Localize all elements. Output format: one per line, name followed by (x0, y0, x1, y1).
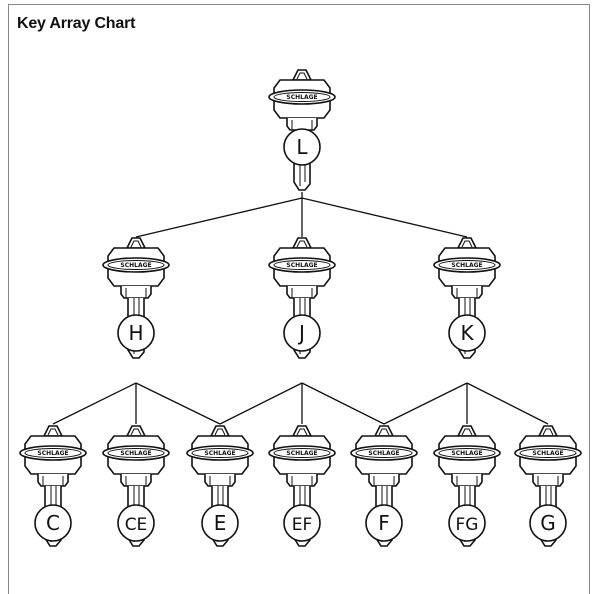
connector-lines (52, 192, 549, 425)
key-label-F: F (378, 511, 390, 535)
brand-text: SCHLAGE (451, 450, 482, 457)
diagram-frame (8, 4, 590, 594)
brand-text: SCHLAGE (286, 450, 317, 457)
brand-text: SCHLAGE (120, 450, 151, 457)
brand-text: SCHLAGE (368, 450, 399, 457)
key-CE: SCHLAGE CE (102, 425, 170, 547)
chart-title: Key Array Chart (17, 15, 136, 32)
brand-text: SCHLAGE (451, 262, 482, 269)
key-F: SCHLAGE F (350, 425, 418, 547)
key-label-E: E (214, 511, 227, 535)
key-E: SCHLAGE E (186, 425, 254, 547)
key-label-CE: CE (125, 515, 148, 535)
key-EF: SCHLAGE EF (268, 425, 336, 547)
key-C: SCHLAGE C (19, 425, 87, 547)
brand-text: SCHLAGE (204, 450, 235, 457)
brand-text: SCHLAGE (120, 262, 151, 269)
key-label-EF: EF (292, 515, 313, 535)
key-H: SCHLAGE H (102, 237, 170, 359)
key-L: SCHLAGE L (268, 69, 336, 191)
key-K: SCHLAGE K (433, 237, 501, 359)
key-label-L: L (296, 135, 308, 159)
key-label-H: H (128, 321, 143, 345)
key-label-J: J (297, 321, 305, 345)
key-G: SCHLAGE G (514, 425, 582, 547)
key-label-K: K (460, 321, 474, 345)
brand-text: SCHLAGE (286, 262, 317, 269)
brand-text: SCHLAGE (532, 450, 563, 457)
key-J: SCHLAGE J (268, 237, 336, 359)
brand-text: SCHLAGE (286, 94, 317, 101)
key-label-G: G (540, 511, 556, 535)
key-FG: SCHLAGE FG (433, 425, 501, 547)
key-label-C: C (46, 511, 60, 535)
key-label-FG: FG (456, 515, 479, 535)
brand-text: SCHLAGE (37, 450, 68, 457)
